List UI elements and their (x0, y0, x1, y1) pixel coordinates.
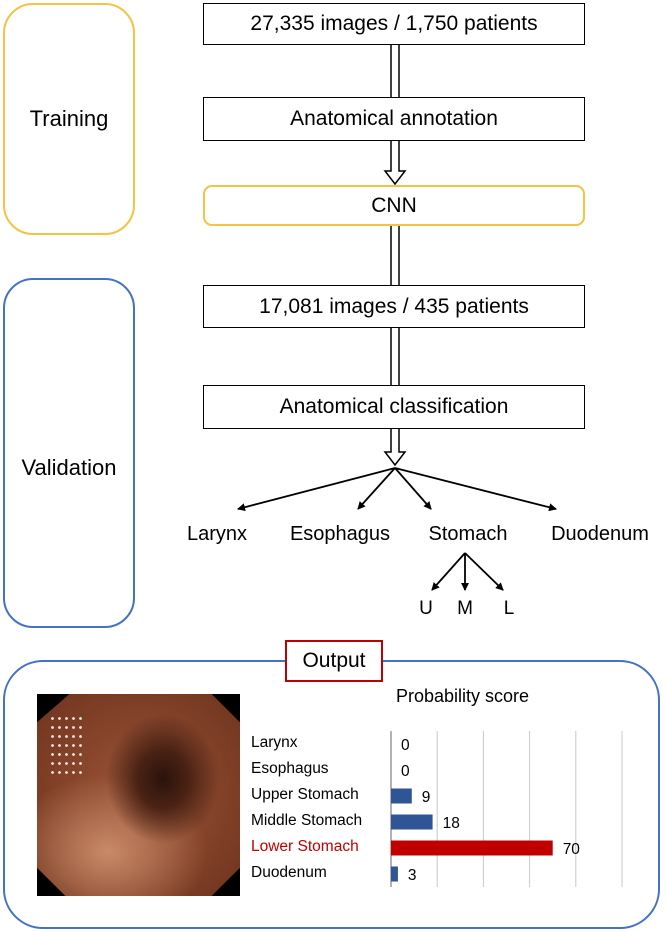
output-title: Output (285, 640, 383, 682)
region-m: M (457, 598, 473, 619)
category-label: Lower Stomach (251, 838, 359, 855)
arrow-to-larynx (237, 467, 396, 512)
arrow-to-u (431, 552, 466, 591)
classification-box: Anatomical classification (203, 385, 585, 429)
class-larynx: Larynx (186, 523, 248, 545)
bar (391, 840, 553, 856)
bar (391, 814, 433, 830)
training-dataset-box: 27,335 images / 1,750 patients (203, 3, 585, 45)
bar-value-label: 70 (563, 841, 581, 858)
validation-dataset-box: 17,081 images / 435 patients (203, 285, 585, 328)
bar-value-label: 0 (401, 763, 410, 780)
endoscopy-image (37, 694, 240, 896)
training-phase-frame (3, 3, 135, 235)
annotation-box: Anatomical annotation (203, 97, 585, 141)
training-label: Training (29, 106, 109, 131)
validation-phase-frame (3, 278, 135, 628)
bar-value-label: 9 (422, 789, 431, 806)
category-label: Upper Stomach (251, 786, 359, 803)
bar-value-label: 3 (408, 867, 417, 884)
hollow-arrow-from-classification (383, 428, 407, 467)
hollow-arrow-to-cnn (383, 140, 407, 186)
bar-value-label: 0 (401, 737, 410, 754)
cnn-box: CNN (203, 185, 585, 226)
arrow-to-duodenum (394, 467, 557, 512)
category-label: Esophagus (251, 760, 329, 777)
class-stomach: Stomach (428, 523, 508, 545)
arrow-to-l (464, 552, 504, 591)
arrow-to-esophagus (357, 467, 396, 510)
validation-label: Validation (21, 455, 117, 480)
region-u: U (419, 598, 433, 619)
bar (391, 788, 412, 804)
class-esophagus: Esophagus (289, 523, 391, 545)
arrow-to-stomach (394, 467, 432, 510)
category-label: Duodenum (251, 864, 327, 881)
bar (391, 866, 398, 882)
class-duodenum: Duodenum (551, 523, 649, 545)
bar-value-label: 18 (443, 815, 460, 832)
region-l: L (503, 598, 515, 619)
category-label: Middle Stomach (251, 812, 363, 829)
chart-title: Probability score (396, 686, 530, 706)
category-label: Larynx (251, 734, 298, 751)
